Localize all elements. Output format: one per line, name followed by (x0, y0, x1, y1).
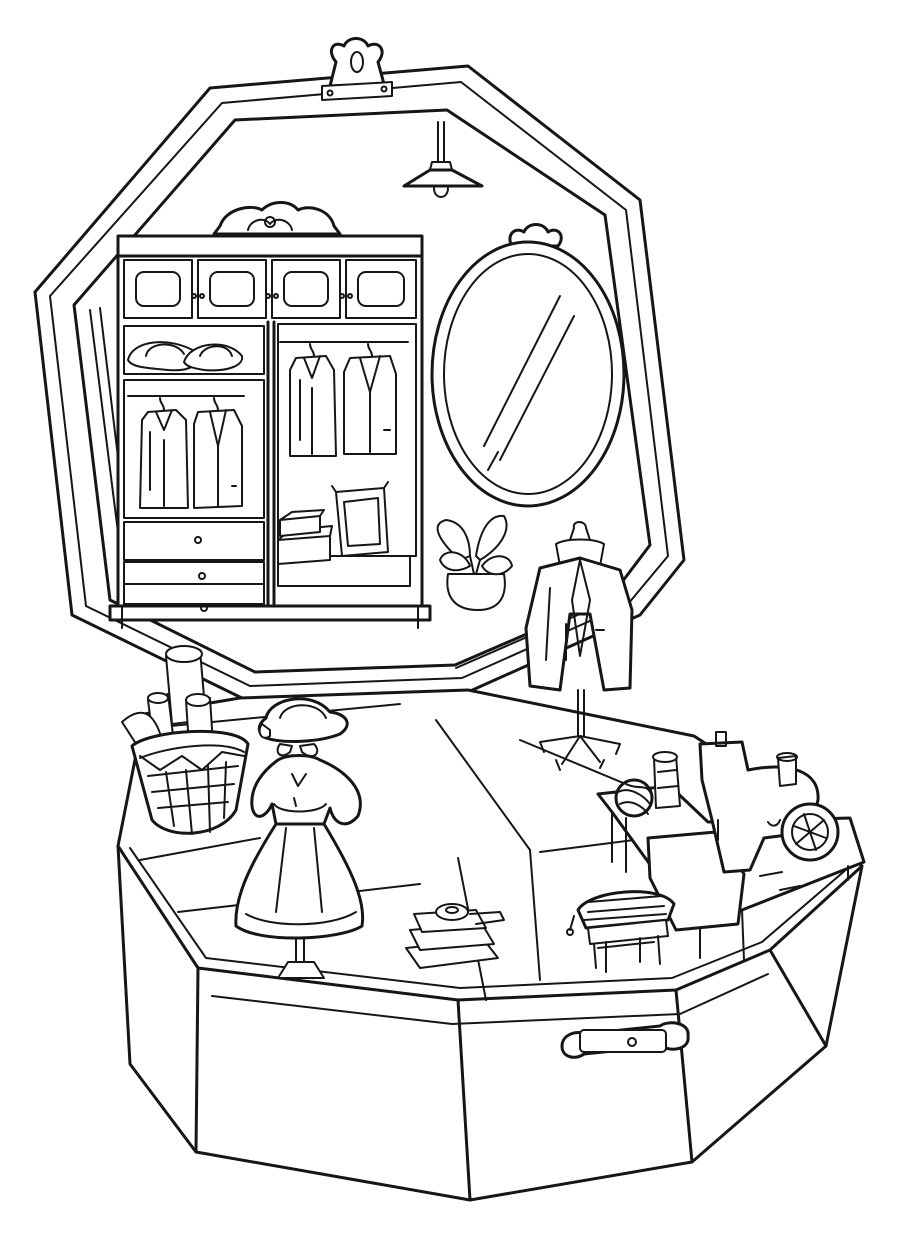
yarn-ball-icon (614, 778, 654, 818)
oval-mirror-icon (430, 223, 626, 508)
hanging-jacket-icon (193, 397, 243, 509)
ceiling-lamp-icon (402, 121, 484, 198)
jacket-mannequin-icon (524, 521, 634, 771)
hat-icon (127, 341, 244, 372)
fabric-roll-basket-icon (121, 645, 250, 835)
hanging-shirt-icon (289, 343, 337, 457)
hanging-shirt-icon (139, 397, 189, 509)
picture-frame-icon (331, 481, 389, 557)
cushioned-stool-icon (566, 890, 676, 973)
folded-fabric-icon (405, 903, 505, 969)
hanging-jacket-icon (343, 343, 397, 455)
thread-spool-icon (652, 751, 681, 809)
potted-plant-icon (436, 514, 513, 611)
box-drawer-handle-icon (560, 1021, 690, 1059)
lid-clasp-icon (321, 37, 393, 101)
sewing-machine-icon (596, 731, 866, 961)
dress-mannequin-icon (234, 697, 365, 979)
stacked-boxes-icon (277, 509, 333, 565)
